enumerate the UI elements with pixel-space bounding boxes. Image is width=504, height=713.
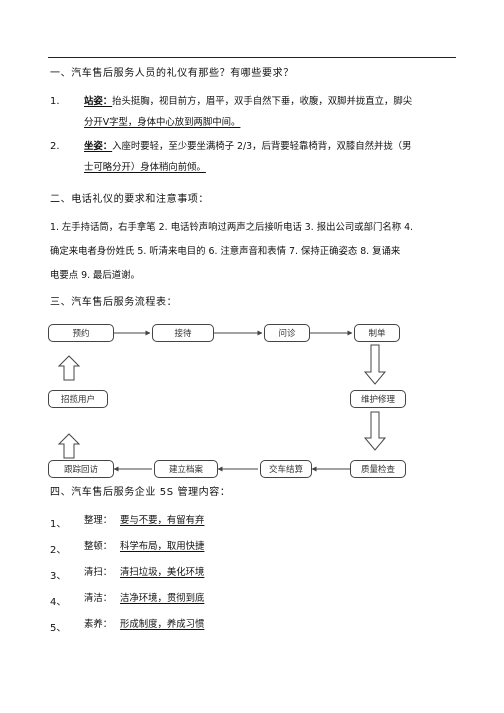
flow-step-wenzhen: 问诊 [264, 324, 310, 342]
5s-item-name: 整顿： [84, 541, 113, 552]
item-1-text-1: 抬头挺胸，视目前方，眉平，双手自然下垂，收腹，双脚并拢直立，脚尖 [112, 96, 413, 107]
item-1-line-1: 站姿：抬头挺胸，视目前方，眉平，双手自然下垂，收腹，双脚并拢直立，脚尖 [84, 96, 412, 108]
flow-step-yuyue: 预约 [48, 324, 114, 342]
section-3-title: 三、汽车售后服务流程表： [50, 297, 178, 308]
arrow-zhaolan-yuyue [57, 355, 81, 381]
item-1-number: 1. [50, 96, 60, 107]
5s-item-desc: 洁净环境，贯彻到底 [120, 593, 205, 604]
phone-line-1: 1. 左手持话筒，右手拿笔 2. 电话铃声响过两声之后接听电话 3. 报出公司或… [50, 222, 414, 233]
flow-step-jiedai: 接待 [152, 324, 214, 342]
5s-item-desc: 清扫垃圾，美化环境 [120, 567, 205, 578]
5s-item-number: 5、 [50, 623, 67, 634]
arrow-weihu-zhiliang [363, 411, 387, 451]
item-2-number: 2. [50, 141, 60, 152]
5s-item-name: 清扫： [84, 567, 113, 578]
item-1-line-2: 分开V字型，身体中心放到两脚中间。 [84, 117, 241, 128]
flow-step-genzong: 跟踪回访 [48, 460, 114, 478]
item-2-line-1: 坐姿：入座时要轻，至少要坐满椅子 2/3，后背要轻靠椅背，双膝自然并拢（男 [84, 141, 411, 153]
5s-item-desc: 要与不要，有留有弃 [120, 515, 205, 526]
arrow-zhidan-weihu [363, 344, 387, 385]
flow-step-zhiliang: 质量检查 [350, 460, 406, 478]
5s-item-number: 3、 [50, 571, 67, 582]
flow-step-dangan: 建立档案 [154, 460, 218, 478]
section-2-title: 二、电话礼仪的要求和注意事项： [50, 194, 209, 205]
5s-item-number: 4、 [50, 597, 67, 608]
5s-item-desc: 形成制度，养成习惯 [120, 619, 205, 630]
item-2-label: 坐姿： [84, 141, 113, 152]
section-4-title: 四、汽车售后服务企业 5S 管理内容： [50, 487, 231, 498]
phone-line-2: 确定来电者身份姓氏 5. 听清来电目的 6. 注意声音和表情 7. 保持正确姿态… [50, 246, 401, 257]
item-2-line-2: 士可略分开）身体稍向前倾。 [84, 162, 206, 173]
5s-item-name: 素养： [84, 619, 113, 630]
arrow-genzong-zhaolan [57, 433, 81, 459]
5s-item-desc: 科学布局，取用快捷 [120, 541, 205, 552]
phone-line-3: 电要点 9. 最后道谢。 [50, 270, 140, 281]
section-1-title: 一、汽车售后服务人员的礼仪有那些？有哪些要求？ [50, 68, 294, 79]
5s-item-name: 整理： [84, 515, 113, 526]
flow-step-jiaoche: 交车结算 [260, 460, 312, 478]
item-1-label: 站姿： [84, 96, 113, 107]
header-rule [48, 57, 456, 58]
flow-step-weihu: 维护修理 [350, 390, 406, 408]
flow-step-zhidan: 制单 [354, 324, 400, 342]
flow-step-zhaolan: 招揽用户 [48, 390, 108, 408]
item-2-text-1: 入座时要轻，至少要坐满椅子 2/3，后背要轻靠椅背，双膝自然并拢（男 [112, 141, 412, 152]
5s-item-number: 1、 [50, 519, 67, 530]
5s-item-name: 清洁： [84, 593, 113, 604]
5s-item-number: 2、 [50, 545, 67, 556]
